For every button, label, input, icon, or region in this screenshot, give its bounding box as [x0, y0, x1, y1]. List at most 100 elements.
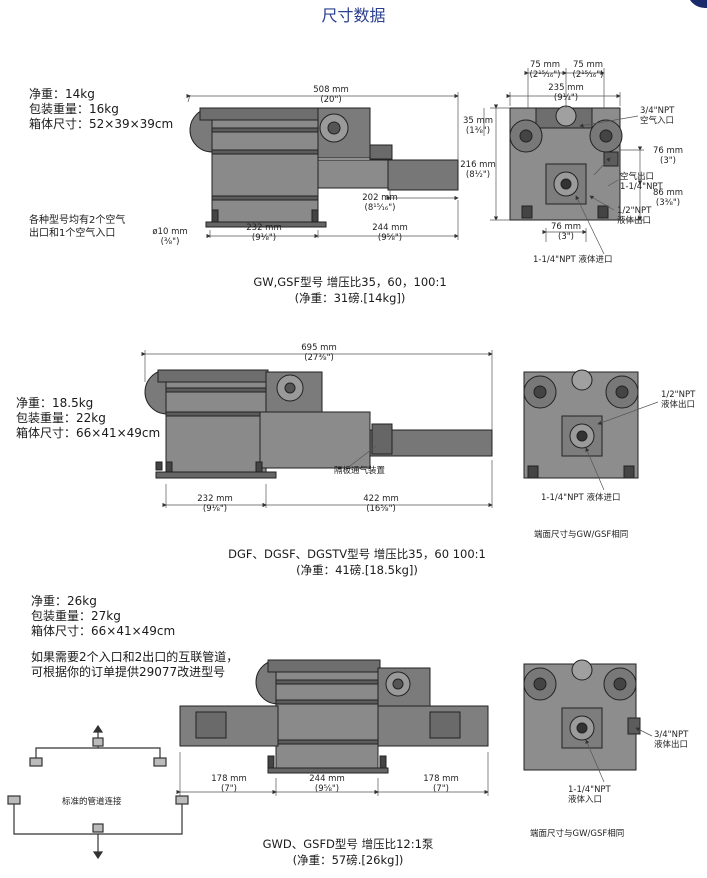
dgf-box-size: 箱体尺寸：66×41×49cm [16, 426, 161, 440]
dgf-side-view [144, 369, 493, 479]
gw-specs: 净重：14kg 包装重量：16kg 箱体尺寸：52×39×39cm [29, 87, 173, 132]
dgf-dim-422: 422 mm (16⁵⁄₈") [346, 494, 416, 514]
dim-value: 76 mm [550, 222, 582, 232]
gw-dim-235: 235 mm (9¹⁄₄") [536, 83, 596, 103]
dim-value: 75 mm [529, 60, 561, 70]
dim-inch: (3") [558, 232, 574, 242]
dim-value: 178 mm [423, 774, 459, 784]
dim-value: 244 mm [372, 223, 408, 233]
dgf-net-weight: 净重：18.5kg [16, 396, 94, 410]
gwd-info-line2: 可根据你的订单提供29077改进型号 [31, 665, 226, 679]
dim-inch: (³⁄₈") [160, 237, 180, 247]
gw-package-weight: 包装重量：16kg [29, 102, 119, 116]
gw-dim-202: 202 mm (8¹⁵⁄₁₆") [345, 193, 415, 213]
corner-tab [687, 0, 707, 8]
dgf-caption-model: DGF、DGSF、DGSTV型号 增压比35，60 100:1 [228, 547, 486, 561]
gw-dim-35: 35 mm (1³⁄₈") [456, 116, 500, 136]
gw-side-view [189, 107, 459, 228]
port-size: 1/2"NPT [617, 206, 652, 216]
dim-value: 244 mm [309, 774, 345, 784]
port-name: 空气出口 [620, 172, 655, 182]
dgf-package-weight: 包装重量：22kg [16, 411, 106, 425]
gwd-specs: 净重：26kg 包装重量：27kg 箱体尺寸：66×41×49cm [31, 594, 175, 639]
gwd-liquid-inlet-label: 1-1/4"NPT 液体入口 [568, 785, 611, 805]
page-title: 尺寸数据 [321, 6, 386, 25]
dim-value: 232 mm [246, 223, 282, 233]
gw-caption-model: GW,GSF型号 增压比35，60，100:1 [253, 275, 447, 289]
pipe-diagram [7, 724, 189, 860]
gw-dim-phi10: ø10 mm (³⁄₈") [140, 227, 200, 247]
dgf-specs: 净重：18.5kg 包装重量：22kg 箱体尺寸：66×41×49cm [16, 396, 160, 441]
dim-value: 178 mm [211, 774, 247, 784]
dim-inch: (7") [433, 784, 449, 794]
port-size: 3/4"NPT [640, 106, 675, 116]
dim-value: 216 mm [460, 160, 496, 170]
gwd-dim-244: 244 mm (9⁵⁄₈") [292, 774, 362, 794]
gw-air-outlet-label: 空气出口 1-1/4"NPT [620, 172, 663, 192]
gw-port-note-line2: 出口和1个空气入口 [29, 228, 116, 239]
port-size: 1-1/4"NPT [620, 182, 663, 192]
pipe-connection-label: 标准的管道连接 [62, 797, 122, 807]
gw-port-note: 各种型号均有2个空气 出口和1个空气入口 [29, 214, 125, 240]
dim-value: 235 mm [548, 83, 584, 93]
dim-inch: (9⁵⁄₈") [377, 233, 403, 243]
gw-dim-overall: 508 mm (20") [296, 85, 366, 105]
gwd-dim-178a: 178 mm (7") [194, 774, 264, 794]
dim-value: 86 mm [652, 188, 684, 198]
gwd-package-weight: 包装重量：27kg [31, 609, 121, 623]
dim-inch: (8¹⁄₂") [465, 170, 491, 180]
gwd-end-view [523, 659, 641, 771]
dgf-dim-232: 232 mm (9¹⁄₈") [180, 494, 250, 514]
dim-inch: (8¹⁵⁄₁₆") [364, 203, 396, 213]
port-name: 液体出口 [654, 740, 689, 750]
dgf-dim-overall: 695 mm (27³⁄₈") [284, 343, 354, 363]
dim-inch: (27³⁄₈") [304, 353, 334, 363]
dim-value: 202 mm [362, 193, 398, 203]
dim-inch: (9⁵⁄₈") [314, 784, 340, 794]
dgf-end-view [523, 369, 639, 479]
dim-value: 422 mm [363, 494, 399, 504]
gw-air-inlet-label: 3/4"NPT 空气入口 [640, 106, 674, 126]
dgf-vent-label: 隔板通气装置 [334, 466, 386, 476]
gw-box-size: 箱体尺寸：52×39×39cm [29, 117, 174, 131]
dim-inch: (9¹⁄₄") [553, 93, 579, 103]
gwd-net-weight: 净重：26kg [31, 594, 97, 608]
dim-inch: (3") [660, 156, 676, 166]
dgf-liquid-inlet-label: 1-1/4"NPT 液体进口 [541, 493, 621, 503]
gwd-side-view [179, 659, 489, 774]
dim-value: 76 mm [652, 146, 684, 156]
dim-inch: (3³⁄₈") [655, 198, 681, 208]
port-size: 1-1/4"NPT [568, 785, 611, 795]
gw-dim-86: 86 mm (3³⁄₈") [644, 188, 692, 208]
gw-net-weight: 净重：14kg [29, 87, 95, 101]
gwd-end-note: 端面尺寸与GW/GSF相同 [530, 829, 625, 839]
dim-inch: (7") [221, 784, 237, 794]
gwd-box-size: 箱体尺寸：66×41×49cm [31, 624, 176, 638]
dim-inch: (16⁵⁄₈") [366, 504, 396, 514]
port-name: 液体出口 [617, 216, 652, 226]
port-name: 液体入口 [568, 795, 603, 805]
dim-value: 695 mm [301, 343, 337, 353]
gwd-info: 如果需要2个入口和2出口的互联管道， 可根据你的订单提供29077改进型号 [31, 650, 238, 680]
port-size: 1/2"NPT [661, 390, 696, 400]
gwd-caption: GWD、GSFD型号 增压比12:1泵 (净重：57磅.[26kg]) [198, 836, 498, 868]
dim-inch: (2¹⁵⁄₁₆") [572, 70, 604, 80]
gwd-dim-178b: 178 mm (7") [406, 774, 476, 794]
gw-caption: GW,GSF型号 增压比35，60，100:1 (净重：31磅.[14kg]) [200, 274, 500, 306]
dim-inch: (9¹⁄₈") [251, 233, 277, 243]
dim-inch: (2¹⁵⁄₁₆") [529, 70, 561, 80]
port-name: 液体出口 [661, 400, 696, 410]
gwd-info-line1: 如果需要2个入口和2出口的互联管道， [31, 650, 239, 664]
dim-value: 508 mm [313, 85, 349, 95]
gw-liquid-outlet-label: 1/2"NPT 液体出口 [617, 206, 651, 226]
dim-inch: (9¹⁄₈") [202, 504, 228, 514]
dim-value: 232 mm [197, 494, 233, 504]
gw-dim-75a: 75 mm (2¹⁵⁄₁₆") [523, 60, 567, 80]
gw-dim-76b: 76 mm (3") [544, 222, 588, 242]
gw-caption-weight: (净重：31磅.[14kg]) [294, 291, 406, 305]
gw-dim-75b: 75 mm (2¹⁵⁄₁₆") [566, 60, 610, 80]
dim-value: ø10 mm [152, 227, 188, 237]
gwd-caption-model: GWD、GSFD型号 增压比12:1泵 [262, 837, 434, 851]
dgf-liquid-outlet-label: 1/2"NPT 液体出口 [661, 390, 695, 410]
